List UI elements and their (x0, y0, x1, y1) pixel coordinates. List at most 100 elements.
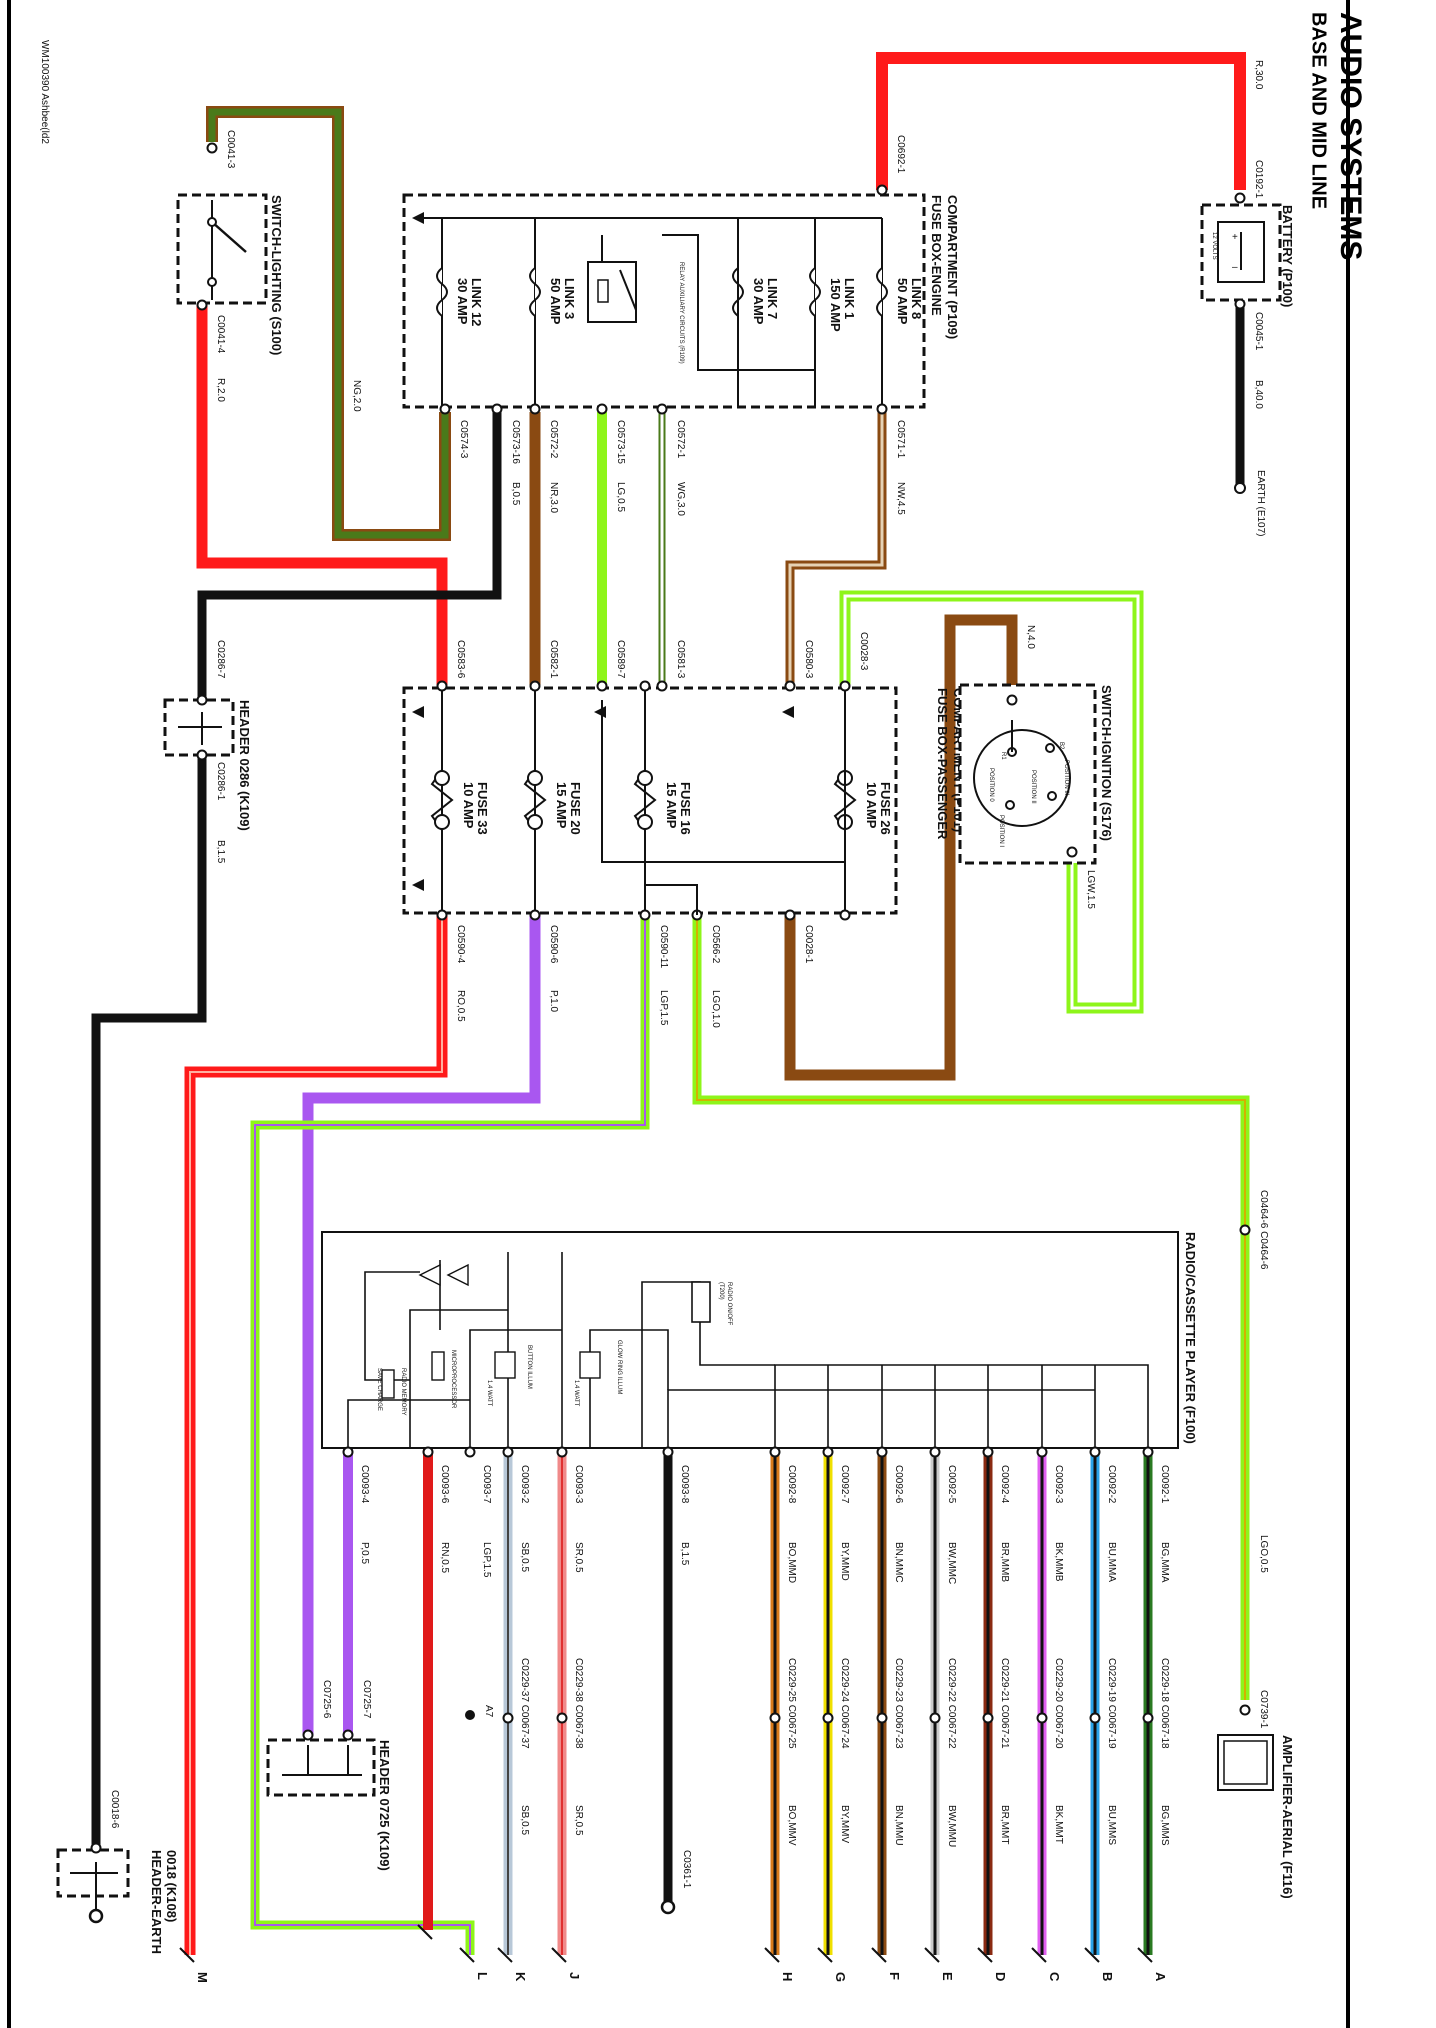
fuse-box-engine-title-2: COMPARTMENT (P109) (945, 195, 960, 339)
fuse-rating-2: 15 AMP (664, 782, 679, 829)
wire-label-c0572_1: C0572-1 (675, 420, 686, 459)
radio-pin-out-4: BR,MMT (999, 1805, 1010, 1844)
pin-c0739 (1239, 1704, 1251, 1716)
engine-pin-6 (439, 403, 451, 415)
splice-c0361 (660, 1899, 676, 1915)
pass-bus-arrow-1 (782, 706, 794, 718)
wire-label-c0590_11: C0590-11 (658, 925, 669, 969)
radio-pin-id-14: C0093-4 (359, 1465, 370, 1504)
pass-pin-top-3 (529, 680, 541, 692)
terminal-mark-F (871, 1947, 887, 1963)
wire-label-c0028_3: C0028-3 (858, 632, 869, 671)
wire-label-c0725_6: C0725-6 (321, 1680, 332, 1719)
link-name-2: LINK 1 (842, 278, 857, 319)
fuse-rating-3: 15 AMP (554, 782, 569, 829)
wire-lgw15 (843, 594, 1140, 1010)
radio-memory-chip (381, 1369, 395, 1399)
header-0286-label: HEADER 0286 (K109) (237, 700, 252, 831)
radio-memory-sub: SAVE CHARGE (376, 1368, 382, 1411)
amplifier-label: AMPLIFIER-AERIAL (F116) (1280, 1735, 1295, 1899)
radio-pin-id-12: C0093-7 (481, 1465, 492, 1504)
radio-pin-conn-11: C0229-37 C0067-37 (519, 1658, 530, 1749)
terminal-letter-G: G (833, 1972, 848, 1982)
pass-pin-n (784, 909, 796, 921)
radio-pin-id-7: C0092-7 (839, 1465, 850, 1504)
battery-volts: 12 VOLTS (1211, 232, 1217, 260)
wire-label-c0590_6: C0590-6 (548, 925, 559, 964)
engine-pin-4 (529, 403, 541, 415)
radio-pin-wire-6: BN,MMC (893, 1542, 904, 1583)
radio-pin-out-10: SR,0.5 (573, 1805, 584, 1836)
wire-label-lg05: LG,0.5 (615, 482, 626, 512)
fuse-box-engine-title-1: FUSE BOX-ENGINE (929, 195, 944, 316)
wire-lgp15-stripe (254, 915, 646, 1955)
radio-pin-conn-7: C0229-24 C0067-24 (839, 1658, 850, 1749)
radio-pin-14 (342, 1446, 354, 1458)
radio-pin-wire-8: BO,MMD (786, 1542, 797, 1583)
terminal-letter-D: D (993, 1972, 1008, 1981)
wire-nw45 (788, 412, 884, 685)
terminal-mark-L (459, 1947, 475, 1963)
wire-label-c0286_7: C0286-7 (215, 640, 226, 679)
wire-label-c0045: C0045-1 (1253, 312, 1264, 351)
radio-onoff-label: RADIO ON/OFF (726, 1282, 732, 1326)
button-illum-lamp (494, 1351, 516, 1379)
pin-ign-n (1006, 694, 1018, 706)
terminal-mark-D (977, 1947, 993, 1963)
radio-pin-9 (662, 1446, 674, 1458)
link-rating-4: 50 AMP (548, 278, 563, 325)
wire-label-c0692: C0692-1 (895, 135, 906, 174)
header-0725-box (266, 1738, 376, 1797)
wire-label-c0581_3: C0581-3 (675, 640, 686, 679)
wire-label-p10: P,1.0 (548, 990, 559, 1012)
switch-lighting-label: SWITCH-LIGHTING (S100) (269, 195, 284, 355)
radio-pin-id-6: C0092-6 (893, 1465, 904, 1504)
transistor-2 (446, 1263, 469, 1287)
radio-pin-conn-2: C0229-19 C0067-19 (1106, 1658, 1117, 1749)
header-0725-label: HEADER 0725 (K109) (377, 1740, 392, 1871)
radio-pin-wire-9: B,1.5 (679, 1542, 690, 1566)
wire-label-c0041_3: C0041-3 (225, 130, 236, 169)
link-name-5: LINK 12 (469, 278, 484, 326)
terminal-letter-L: L (475, 1972, 490, 1980)
terminal-mark-H (764, 1947, 780, 1963)
radio-pin-conn-10: C0229-38 C0067-38 (573, 1658, 584, 1749)
radio-onoff-code: (T200) (718, 1282, 724, 1300)
radio-pin-10 (556, 1446, 568, 1458)
pass-bus-arrow-4 (412, 879, 424, 891)
switch-lighting-box (176, 193, 268, 305)
wire-label-c0361: C0361-1 (681, 1850, 692, 1889)
wire-label-b40: B,40.0 (1253, 380, 1264, 409)
radio-pin-wire-10: SR,0.5 (573, 1542, 584, 1573)
radio-pin-conn-5: C0229-22 C0067-22 (946, 1658, 957, 1749)
terminal-mark-B (1084, 1947, 1100, 1963)
fuse-name-3: FUSE 20 (568, 782, 583, 835)
wire-label-c0286_1: C0286-1 (215, 762, 226, 801)
wire-label-wg30: WG,3.0 (675, 482, 686, 516)
transistor-1 (418, 1263, 441, 1287)
radio-pin-12 (464, 1446, 476, 1458)
radio-pin-13 (422, 1446, 434, 1458)
battery-plus-label: + (1232, 232, 1238, 243)
pin-c0041-3 (206, 142, 218, 154)
pin-c0018-6 (90, 1842, 102, 1854)
radio-conn-pin-4 (982, 1712, 994, 1724)
radio-pin-conn-6: C0229-23 C0067-23 (893, 1658, 904, 1749)
radio-pin-id-11: C0093-2 (519, 1465, 530, 1504)
radio-pin-conn-4: C0229-21 C0067-21 (999, 1658, 1010, 1749)
wire-r2 (196, 305, 448, 685)
radio-pin-out-7: BY,MMV (839, 1805, 850, 1843)
wire-label-c0573_16: C0573-16 (510, 420, 521, 464)
radio-conn-pin-1 (1142, 1712, 1154, 1724)
terminal-letter-M: M (195, 1972, 210, 1983)
link-rating-3: 30 AMP (751, 278, 766, 325)
radio-pin-4 (982, 1446, 994, 1458)
glow-ring-lamp (579, 1351, 601, 1379)
engine-pin-5 (491, 403, 503, 415)
radio-pin-6 (876, 1446, 888, 1458)
radio-conn-pin-2 (1089, 1712, 1101, 1724)
radio-pin-wire-3: BK,MMB (1053, 1542, 1064, 1582)
engine-bus-arrow (412, 212, 424, 224)
